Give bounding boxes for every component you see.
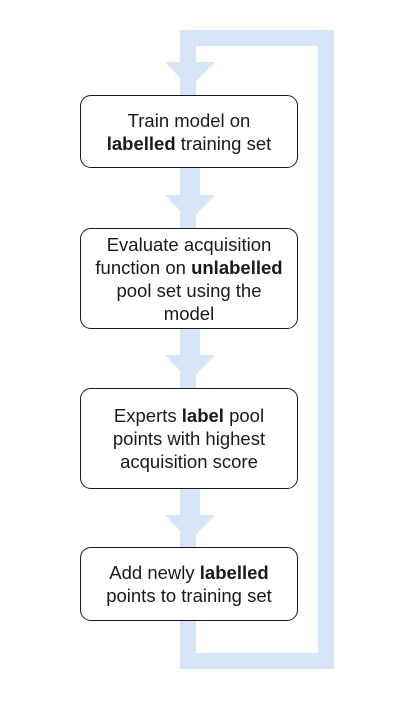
step-text-segment: points with highest <box>112 428 266 449</box>
step-text-segment: Add newly <box>109 562 200 583</box>
step-text-segment: Evaluate acquisition <box>106 233 272 255</box>
arrow-step-1-to-step-2 <box>165 168 215 221</box>
step-text-line: function on unlabelled <box>95 256 282 279</box>
step-text-line: Experts label pool <box>113 404 265 427</box>
step-text-line: points to training set <box>106 584 272 607</box>
step-text-segment: acquisition score <box>120 451 258 472</box>
step-text-segment: points to training set <box>106 585 272 606</box>
step-text-emphasis: labelled <box>106 132 176 154</box>
step-text-segment: function on <box>95 256 192 278</box>
step-text-segment: model <box>163 302 215 324</box>
step-text-segment: Experts <box>113 405 182 426</box>
step-text-line: model <box>95 302 282 325</box>
step-text-line: points with highest <box>113 427 265 450</box>
step-text-emphasis: unlabelled <box>191 256 283 278</box>
step-text-line: pool set using the <box>95 279 282 302</box>
arrow-step-3-to-step-4 <box>165 489 215 541</box>
step-text-emphasis: label <box>181 405 224 426</box>
step-text-segment: pool set using the <box>116 279 262 301</box>
step-text-segment: pool <box>223 405 265 426</box>
arrow-down-into-step-1 <box>165 62 215 88</box>
step-text-line: labelled training set <box>107 132 272 155</box>
step-text-emphasis: labelled <box>199 562 269 583</box>
step-text-line: Train model on <box>107 109 272 132</box>
step-text-segment: training set <box>175 132 272 154</box>
arrow-step-2-to-step-3 <box>165 329 215 381</box>
step-text-line: Add newly labelled <box>106 561 272 584</box>
step-text-line: acquisition score <box>113 450 265 473</box>
step-text-line: Evaluate acquisition <box>95 233 282 256</box>
step-text-segment: Train model on <box>127 109 251 131</box>
